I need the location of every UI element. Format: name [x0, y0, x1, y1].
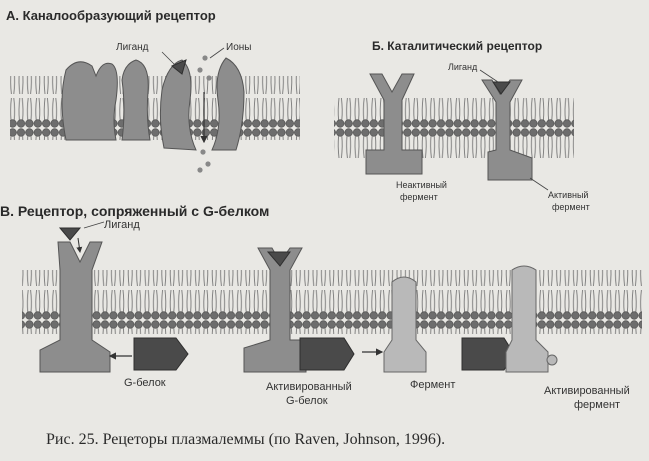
ion	[197, 167, 203, 173]
enzyme-active-site	[546, 354, 558, 366]
g-receptor-unbound	[39, 241, 111, 373]
ion	[197, 67, 203, 73]
membrane-c	[22, 270, 642, 334]
activated-enzyme-label-2: фермент	[574, 399, 620, 411]
active-enzyme-leader	[529, 177, 549, 191]
ligand-a	[171, 59, 187, 75]
membrane-b	[334, 94, 574, 158]
ligand-b-label: Лиганд	[448, 62, 478, 72]
ion	[202, 55, 208, 61]
inactive-enzyme-label-2: фермент	[400, 192, 438, 202]
channel-subunit-left	[61, 61, 118, 141]
ligand-c-bound	[266, 251, 291, 267]
g-protein-label: G-белок	[124, 377, 166, 389]
ligand-c	[58, 227, 82, 241]
active-enzyme-label-2: фермент	[552, 202, 590, 212]
panel-a: А. Каналообразующий рецептор Лиганд Ионы	[6, 8, 300, 173]
ligand-c-label: Лиганд	[104, 219, 140, 231]
gated-channel-left	[159, 59, 197, 151]
panel-b-title: Б. Каталитический рецептор	[372, 39, 542, 53]
panel-c: В. Рецептор, сопряженный с G-белком Лига…	[0, 203, 642, 411]
activated-enzyme	[505, 265, 549, 373]
ligand-c-arrow	[76, 237, 83, 253]
activated-g-protein-label-2: G-белок	[286, 395, 328, 407]
enzyme	[383, 276, 427, 373]
catalytic-receptor-inactive	[365, 73, 423, 175]
membrane-a	[10, 76, 300, 140]
activated-enzyme-label-1: Активированный	[544, 385, 630, 397]
inactive-enzyme-label-1: Неактивный	[396, 180, 447, 190]
g-protein	[133, 337, 189, 371]
channel-subunit-mid	[121, 59, 151, 141]
ligand-a-label: Лиганд	[116, 42, 149, 53]
enzyme-label: Фермент	[410, 379, 455, 391]
ligand-c-leader	[83, 221, 105, 229]
active-enzyme-label-1: Активный	[548, 190, 588, 200]
panel-c-title: В. Рецептор, сопряженный с G-белком	[0, 203, 269, 219]
activated-g-protein-label-1: Активированный	[266, 381, 352, 393]
ion	[206, 75, 212, 81]
ion	[205, 161, 211, 167]
ligand-b-leader	[479, 69, 499, 83]
activated-g-protein	[299, 337, 355, 371]
ions-label: Ионы	[226, 42, 251, 53]
panel-b: Б. Каталитический рецептор Неактивный фе…	[334, 39, 590, 212]
ions-leader	[209, 47, 225, 59]
panel-a-title: А. Каналообразующий рецептор	[6, 8, 216, 23]
ion	[200, 149, 206, 155]
figure-caption: Рис. 25. Рецеторы плазмалеммы (по Raven,…	[46, 431, 445, 448]
ligand-b	[492, 81, 511, 95]
ligand-a-leader	[161, 51, 177, 67]
gated-channel-right	[211, 57, 245, 151]
